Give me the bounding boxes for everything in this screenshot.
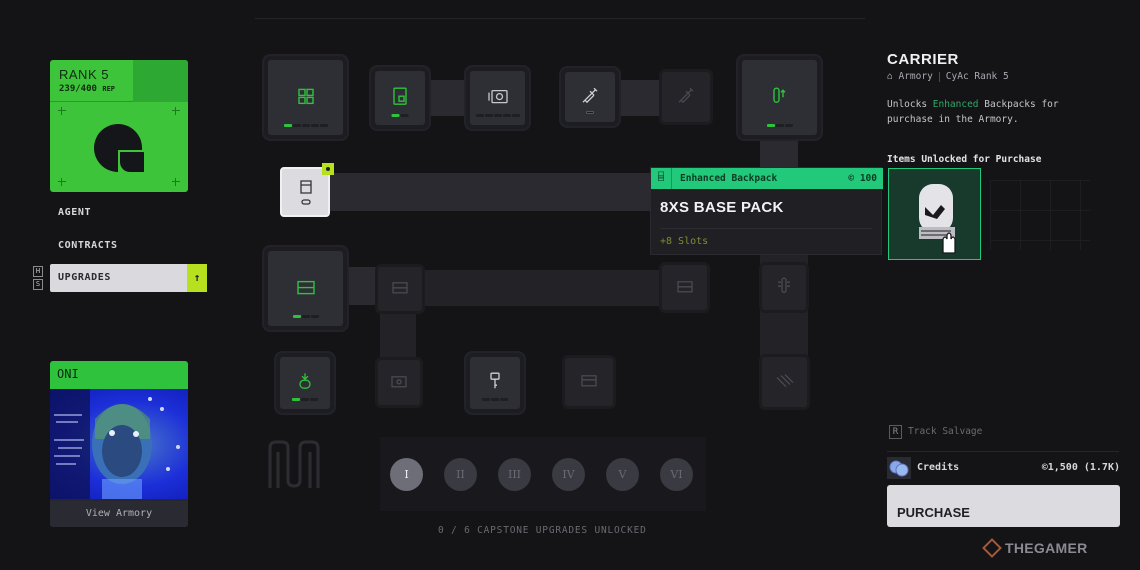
upgrade-title: CARRIER [887,51,959,68]
credits-icon [887,457,911,479]
rank-header: RANK 5 239/400 REP [50,60,188,102]
syringe-icon [582,87,598,104]
agent-card[interactable]: ONI View Armory [50,361,188,527]
watermark: THEGAMER [982,538,1088,558]
corner-mark [172,178,180,186]
key-hint-h: H [33,266,43,277]
tree-link [330,173,650,211]
backpack-item-image [919,184,956,254]
upgrade-node-storage[interactable] [268,251,343,326]
upgrade-node-locked[interactable] [378,267,422,311]
credits-label: Credits [917,462,960,473]
upgrade-node-locked[interactable] [565,358,613,406]
capstone-caption: 0 / 6 CAPSTONE UPGRADES UNLOCKED [438,525,647,536]
item-tooltip: ⌸ Enhanced Backpack © 100 8XS BASE PACK … [650,167,883,255]
upgrade-node-key[interactable] [470,357,520,409]
credits-value: ©1,500 (1.7K) [1041,462,1120,473]
upgrade-node-carrier-selected[interactable] [280,163,334,217]
tree-frame [255,18,865,20]
tooltip-title: 8XS BASE PACK [660,199,784,216]
capstone-2[interactable]: II [444,458,477,491]
capstone-3[interactable]: III [498,458,531,491]
tree-link [620,80,670,116]
upgrade-meta: ⌂ Armory CyAc Rank 5 [887,71,1009,82]
upgrade-node-syringe[interactable] [565,72,615,122]
capstone-1[interactable]: I [390,458,423,491]
thermometer-icon [778,277,790,293]
upgrade-node-safe[interactable] [470,71,525,125]
unlocked-item-backpack[interactable] [888,168,981,260]
upgrade-node-locked[interactable] [378,360,420,405]
capstone-row: I II III IV V VI [380,437,706,511]
purchase-button[interactable]: PURCHASE [887,485,1120,527]
corner-mark [58,107,66,115]
stripes-icon [776,374,793,388]
key-hint-s: S [33,279,43,290]
upgrade-node-locked[interactable] [762,265,806,310]
backpack-icon [300,180,312,205]
capstone-5[interactable]: V [606,458,639,491]
view-armory-button[interactable]: View Armory [50,501,188,527]
backpack-icon: ⌸ [651,168,672,189]
armory-icon: ⌂ [887,71,893,82]
grid-icon [297,88,314,104]
grid-decoration [990,180,1090,250]
nav-upgrades[interactable]: UPGRADES ↑ [50,264,207,292]
watermark-logo-icon [982,538,1002,558]
purchase-label: PURCHASE [897,505,970,520]
salvage-bot-icon [299,373,311,389]
agent-portrait [50,389,188,499]
capstone-logo-icon [268,440,320,488]
items-unlocked-label: Items Unlocked for Purchase [887,154,1042,165]
crate-icon [392,282,408,294]
upgrade-node-locked[interactable] [662,265,707,310]
divider [887,451,1119,452]
upgrade-node-thermo[interactable] [742,60,817,135]
arrow-up-icon: ↑ [187,264,207,292]
nav-agent[interactable]: AGENT [58,207,92,218]
agent-name: ONI [57,367,79,381]
capstone-4[interactable]: IV [552,458,585,491]
syringe-icon [678,87,694,104]
keycard-icon [393,87,407,105]
crate-icon [676,280,693,292]
upgrade-node-locked[interactable] [762,357,807,407]
rank-card: RANK 5 239/400 REP [50,60,188,192]
tree-link [340,267,380,305]
key-hint-r: R [889,425,902,439]
tree-link [420,270,660,306]
key-icon [490,372,500,389]
safe-icon [391,375,407,387]
tree-link [760,130,798,170]
rank-requirement: CyAc Rank 5 [945,71,1009,82]
safe-icon [487,89,508,104]
upgrade-node-syringe-locked[interactable] [662,72,710,122]
tooltip-stat: +8 Slots [660,236,709,247]
upgrade-node-salvage[interactable] [280,357,330,409]
storage-icon [296,280,315,294]
upgrade-description: Unlocks Enhanced Backpacks for purchase … [887,99,1059,125]
rank-rep: 239/400 REP [59,84,116,94]
upgrade-node-grid[interactable] [268,60,343,135]
nav-contracts[interactable]: CONTRACTS [58,240,118,251]
crate-icon [581,375,597,387]
vendor-label: Armory [898,71,933,82]
faction-logo-icon [94,123,144,172]
thermometer-up-icon [772,86,785,103]
tooltip-price: © 100 [848,173,877,184]
new-badge [322,163,334,175]
corner-mark [58,178,66,186]
corner-mark [172,107,180,115]
nav-upgrades-label: UPGRADES [58,272,111,283]
capstone-6[interactable]: VI [660,458,693,491]
tooltip-category: Enhanced Backpack [680,173,778,184]
rank-title: RANK 5 [59,67,109,82]
upgrade-node-card[interactable] [375,71,425,125]
